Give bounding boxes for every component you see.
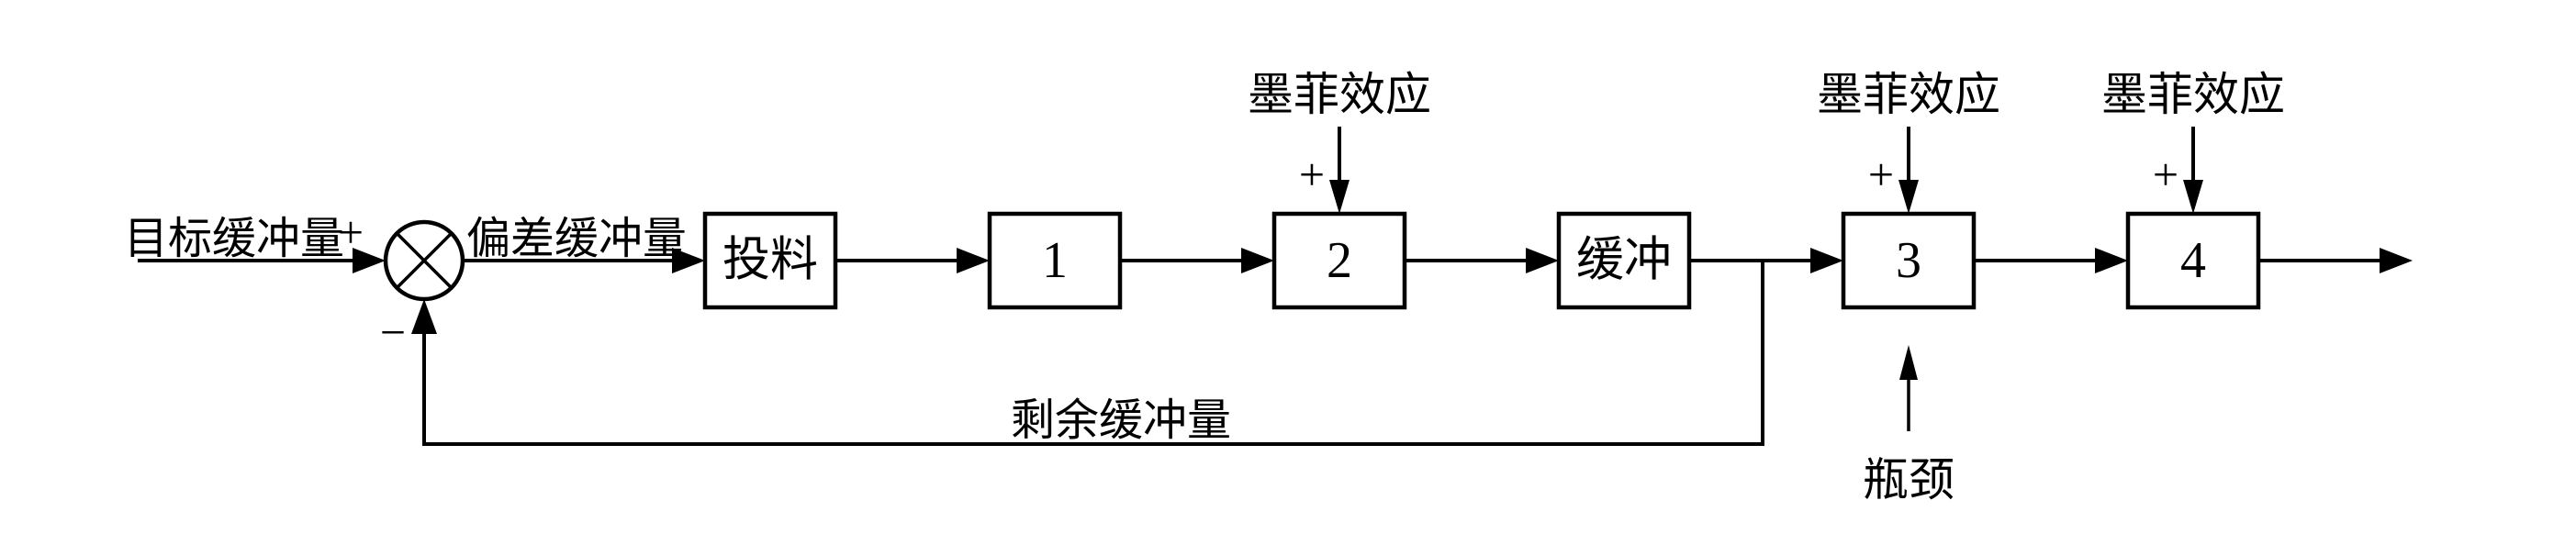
feedback-signal-label: 剩余缓冲量	[1011, 396, 1231, 445]
arrowhead-right-icon	[1810, 248, 1843, 273]
block-feeding: 投料	[702, 211, 838, 310]
murphy-disturbance-block-2: 墨菲效应 +	[1248, 69, 1431, 214]
arrowhead-right-icon	[1526, 248, 1559, 273]
error-signal: 偏差缓冲量	[463, 215, 705, 273]
block-label: 2	[1327, 232, 1352, 289]
block-1: 1	[987, 211, 1123, 310]
murphy-disturbance-block-3: 墨菲效应 +	[1817, 69, 2000, 214]
error-signal-label: 偏差缓冲量	[466, 215, 687, 263]
arrowhead-down-icon	[2183, 180, 2203, 214]
block-4: 4	[2125, 211, 2261, 310]
murphy-disturbance-block-4: 墨菲效应 +	[2101, 69, 2285, 214]
arrowhead-right-icon	[353, 248, 386, 273]
input-signal-label: 目标缓冲量	[124, 215, 344, 263]
block-label: 投料	[722, 235, 818, 287]
block-3: 3	[1841, 211, 1977, 310]
block-buffer: 缓冲	[1556, 211, 1692, 310]
block-label: 1	[1042, 232, 1068, 289]
input-signal: 目标缓冲量 +	[124, 206, 386, 273]
arrowhead-right-icon	[957, 248, 990, 273]
block-label: 4	[2180, 232, 2206, 289]
arrowhead-up-icon	[411, 299, 437, 334]
disturbance-plus-sign: +	[1868, 149, 1894, 200]
output-signal	[2258, 248, 2413, 273]
feedback-loop: 剩余缓冲量	[411, 261, 1764, 446]
summing-junction: −	[380, 219, 465, 358]
disturbance-label: 墨菲效应	[1817, 69, 2000, 120]
arrowhead-right-icon	[1241, 248, 1274, 273]
block-box	[2125, 211, 2261, 310]
summing-junction-cross-icon	[396, 232, 453, 289]
block-box	[1556, 211, 1692, 310]
block-box	[987, 211, 1123, 310]
summing-feedback-minus-sign: −	[380, 306, 406, 358]
connector-3	[1405, 248, 1559, 273]
arrowhead-down-icon	[1329, 180, 1350, 214]
disturbance-plus-sign: +	[2153, 149, 2178, 200]
arrowhead-down-icon	[1898, 180, 1919, 214]
feedback-wire	[422, 261, 1764, 446]
summing-input-plus-sign: +	[338, 206, 364, 258]
block-label: 缓冲	[1576, 235, 1672, 287]
arrowhead-right-icon	[2380, 248, 2413, 273]
arrowhead-right-icon	[2095, 248, 2128, 273]
connector-2	[1120, 248, 1274, 273]
arrowhead-right-icon	[672, 248, 705, 273]
connector-1	[835, 248, 990, 273]
block-2: 2	[1271, 211, 1407, 310]
bottleneck-label: 瓶颈	[1863, 454, 1954, 506]
disturbance-label: 墨菲效应	[2101, 69, 2285, 120]
connector-5	[1974, 248, 2128, 273]
block-box	[1841, 211, 1977, 310]
arrowhead-up-icon	[1899, 345, 1918, 380]
block-label: 3	[1896, 232, 1921, 289]
connector-4	[1689, 248, 1843, 273]
disturbance-label: 墨菲效应	[1248, 69, 1431, 120]
disturbance-plus-sign: +	[1299, 149, 1325, 200]
bottleneck-annotation: 瓶颈	[1863, 345, 1954, 506]
